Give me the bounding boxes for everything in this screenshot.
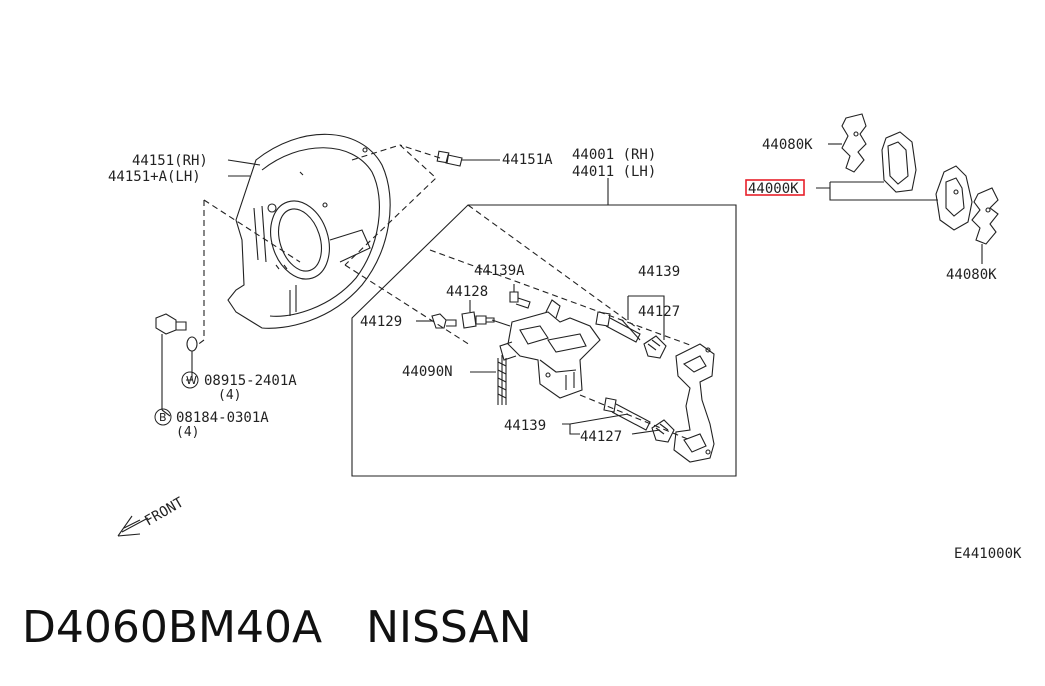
slide-pin-lower-drawing: [603, 397, 675, 443]
label-bolt-qty: (4): [176, 425, 199, 440]
label-washer-code: 08915-2401A: [204, 373, 297, 389]
washer-symbol: W: [186, 374, 197, 387]
label-pin-top: 44139: [638, 264, 680, 280]
label-spring: 44090N: [402, 364, 453, 380]
label-pad-kit: 44000K: [748, 181, 799, 197]
label-boot-bottom: 44127: [580, 429, 622, 445]
dashed-shield-center: [203, 199, 301, 263]
caliper-bracket-drawing: [673, 343, 715, 463]
leader-pad-kit: [816, 181, 938, 201]
bolt-symbol: B: [159, 411, 167, 424]
leader-boot-upper: [621, 319, 641, 341]
union-bolt-drawing: [416, 313, 457, 329]
label-boot-top: 44127: [638, 304, 680, 320]
caliper-body-drawing: [499, 299, 601, 399]
front-arrow-icon: [117, 515, 149, 537]
label-bleeder: 44128: [446, 284, 488, 300]
washer-08915-drawing: [186, 336, 198, 381]
bleeder-screw-drawing: [461, 300, 495, 329]
label-bolt-44151a: 44151A: [502, 152, 553, 168]
leader-shield-rh: [227, 159, 261, 166]
dashed-caliper-assembly: [344, 204, 691, 346]
shim-upper-drawing: [828, 113, 867, 173]
caliper-frame: [351, 204, 737, 477]
label-shim-top: 44080K: [762, 137, 813, 153]
bolt-44151a-drawing: [436, 150, 500, 167]
anti-rattle-spring-drawing: [470, 355, 507, 405]
leader-pin-lower: [562, 423, 580, 435]
dashed-bolt-44151a: [399, 144, 441, 159]
brand-name: NISSAN: [366, 602, 532, 653]
label-drawing-ref: E441000K: [954, 546, 1022, 562]
part-number: D4060BM40A: [22, 602, 323, 653]
pad-upper-drawing: [881, 131, 917, 193]
highlight-box: [745, 179, 805, 196]
label-washer-qty: (4): [218, 388, 241, 403]
label-bolt-code: 08184-0301A: [176, 410, 269, 426]
label-shim-bottom: 44080K: [946, 267, 997, 283]
label-front: FRONT: [142, 494, 187, 529]
leader-boot-lower: [569, 413, 661, 435]
dashed-shield-bolt: [195, 200, 205, 347]
leader-pin-upper-a: [628, 295, 665, 340]
label-shield-rh: 44151(RH): [132, 153, 208, 169]
exploded-view-svg: 44151(RH) 44151+A(LH) 44151A 44001 (RH) …: [108, 113, 1022, 562]
label-bleeder-cap: 44139A: [474, 263, 525, 279]
label-union-bolt: 44129: [360, 314, 402, 330]
label-shield-lh: 44151+A(LH): [108, 169, 201, 185]
dashed-shield-upper: [344, 144, 437, 266]
label-caliper-rh: 44001 (RH): [572, 147, 656, 163]
leader-bleeder: [491, 319, 511, 327]
washer-symbol-circle: [181, 371, 199, 389]
shim-lower-drawing: [971, 187, 999, 264]
label-pin-bottom: 44139: [504, 418, 546, 434]
label-caliper-lh: 44011 (LH): [572, 164, 656, 180]
bleeder-cap-drawing: [509, 284, 531, 309]
pad-lower-drawing: [935, 165, 973, 231]
bolt-08184-drawing: [155, 313, 187, 417]
caption: D4060BM40A NISSAN: [22, 600, 532, 656]
bolt-symbol-circle: [154, 408, 172, 426]
